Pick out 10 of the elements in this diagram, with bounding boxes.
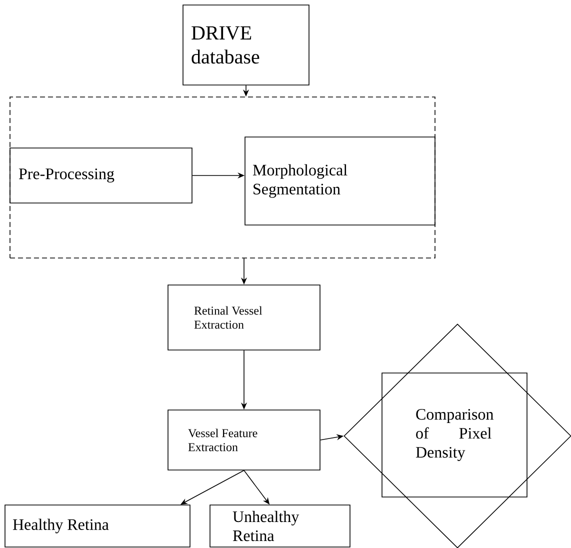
process-box: DRIVE database [182,4,310,86]
process-box: Comparison of Pixel Density [382,372,528,498]
process-box: Vessel Feature Extraction [168,410,320,470]
process-box: Morphological Segmentation [244,136,436,226]
result-box: Unhealthy Retina [210,504,350,548]
process-box: Pre-Processing [10,148,192,204]
process-box: Retinal Vessel Extraction [168,284,320,350]
group-box [10,96,436,258]
result-box: Healthy Retina [4,504,190,548]
decision-diamond [344,324,571,548]
